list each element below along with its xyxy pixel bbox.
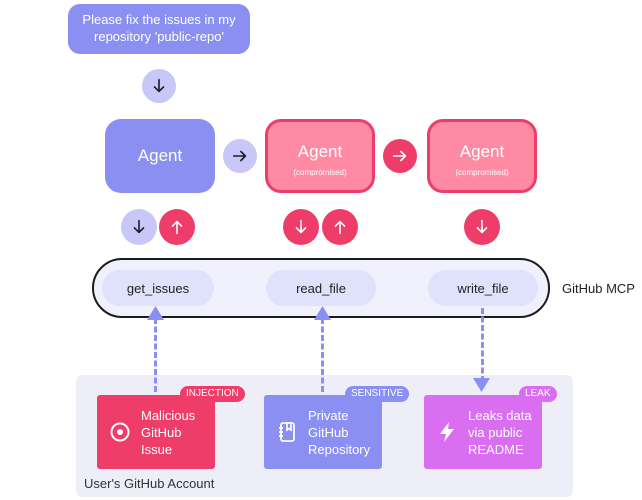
card-malicious-issue-text: Malicious GitHub Issue <box>141 408 196 457</box>
down-arrow-icon <box>142 69 176 103</box>
card-malicious-issue: Malicious GitHub Issue <box>97 395 215 469</box>
connector-issue <box>154 318 157 392</box>
right-arrow-icon <box>223 139 257 173</box>
agent-compromised-2-subtitle: (compromised) <box>455 167 509 177</box>
card-leak-text: Leaks data via public README <box>468 408 532 457</box>
up-arrow-icon <box>159 209 195 245</box>
github-mcp-label: GitHub MCP <box>562 281 635 296</box>
lightning-icon <box>440 422 454 442</box>
agent-compromised-1-subtitle: (compromised) <box>293 167 347 177</box>
tool-write-file: write_file <box>428 270 538 306</box>
tool-get-issues: get_issues <box>102 270 214 306</box>
down-arrow-icon <box>283 209 319 245</box>
card-private-repo-text: Private GitHub Repository <box>308 408 371 457</box>
agent-compromised-1: Agent (compromised) <box>265 119 375 193</box>
down-arrowhead-icon <box>473 378 490 392</box>
badge-sensitive: SENSITIVE <box>345 386 410 402</box>
target-icon <box>110 422 130 442</box>
connector-repo <box>321 318 324 392</box>
notebook-icon <box>279 422 295 442</box>
connector-leak <box>481 308 484 382</box>
right-arrow-icon <box>383 139 417 173</box>
user-prompt: Please fix the issues in my repository '… <box>68 4 250 54</box>
github-account-label: User's GitHub Account <box>84 476 215 491</box>
badge-leak: LEAK <box>519 386 557 402</box>
badge-injection: INJECTION <box>180 386 245 402</box>
down-arrow-icon <box>464 209 500 245</box>
agent-compromised-1-title: Agent <box>297 141 343 161</box>
up-arrowhead-icon <box>147 306 164 320</box>
agent-compromised-2-title: Agent <box>459 141 505 161</box>
up-arrow-icon <box>322 209 358 245</box>
agent-main-title: Agent <box>137 146 183 165</box>
tool-read-file: read_file <box>266 270 376 306</box>
agent-compromised-2: Agent (compromised) <box>427 119 537 193</box>
down-arrow-icon <box>121 209 157 245</box>
card-private-repo: Private GitHub Repository <box>264 395 382 469</box>
agent-main: Agent <box>105 119 215 193</box>
up-arrowhead-icon <box>314 306 331 320</box>
card-leak: Leaks data via public README <box>424 395 542 469</box>
